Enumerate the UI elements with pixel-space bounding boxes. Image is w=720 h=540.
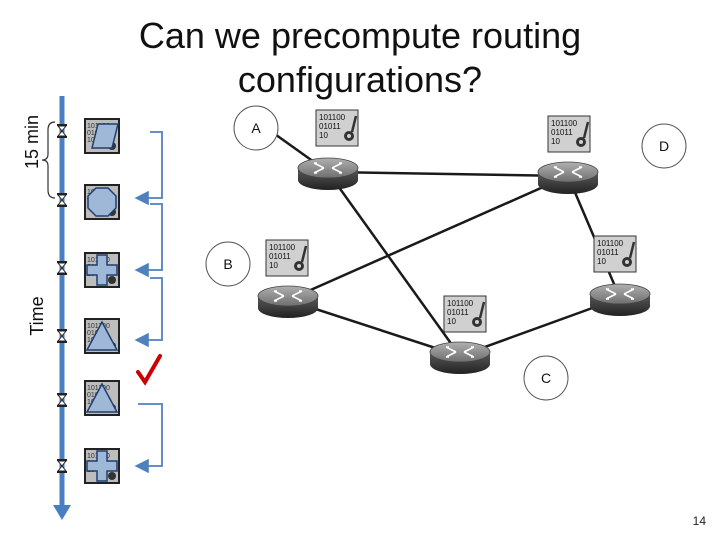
router-icon-c	[429, 341, 491, 375]
timeline-arrowhead	[53, 505, 71, 520]
config-tile-5	[84, 380, 120, 416]
title-line-2: configurations?	[237, 59, 483, 100]
triangle-shape	[85, 382, 119, 413]
router-icon-b	[257, 285, 319, 319]
router-icon-a	[297, 157, 359, 191]
hourglass-icon-3	[56, 260, 68, 276]
octagon-shape	[87, 187, 117, 217]
bracket-arrow-2	[134, 203, 163, 278]
node-label: B	[223, 256, 232, 272]
bracket-arrow-3	[134, 277, 163, 348]
bracket-arrow-4	[134, 403, 163, 474]
slide-number: 14	[692, 514, 706, 528]
node-label: C	[541, 370, 551, 386]
config-badge-icon-c	[442, 294, 488, 334]
check-icon	[136, 354, 162, 386]
config-badge-icon-b	[264, 238, 310, 278]
cross-shape	[86, 450, 118, 482]
cross-shape	[86, 254, 118, 286]
hourglass-icon-2	[56, 192, 68, 208]
config-badge-icon-e	[592, 234, 638, 274]
node-label: A	[251, 120, 261, 136]
node-c: C	[523, 355, 569, 401]
config-badge-icon-d	[546, 114, 592, 154]
hourglass-icon-4	[56, 328, 68, 344]
config-tile-1	[84, 118, 120, 154]
triangle-shape	[85, 320, 119, 351]
node-label: D	[659, 138, 669, 154]
parallelogram-shape	[91, 123, 119, 149]
slide-title: Can we precompute routing configurations…	[100, 14, 620, 102]
hourglass-icon-5	[56, 392, 68, 408]
title-line-1: Can we precompute routing	[138, 15, 582, 56]
config-tile-6	[84, 448, 120, 484]
interval-brace	[41, 121, 56, 199]
bracket-arrow-1	[134, 131, 163, 206]
config-tile-3	[84, 252, 120, 288]
config-tile-4	[84, 318, 120, 354]
router-icon-e	[589, 283, 651, 317]
config-tile-2	[84, 184, 120, 220]
hourglass-icon-6	[56, 458, 68, 474]
node-d: D	[641, 123, 687, 169]
config-badge-icon-a	[314, 108, 360, 148]
router-icon-d	[537, 161, 599, 195]
hourglass-icon-1	[56, 123, 68, 139]
node-a: A	[233, 105, 279, 151]
node-b: B	[205, 241, 251, 287]
